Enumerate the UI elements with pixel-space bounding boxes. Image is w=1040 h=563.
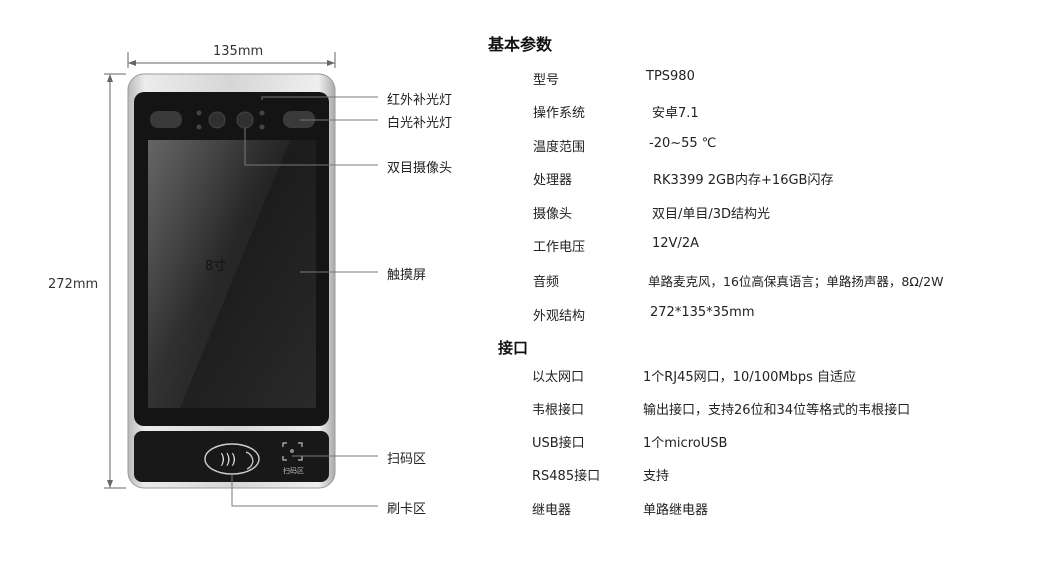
height-label: 272mm	[48, 277, 99, 292]
scan-area-mark: 扫码区	[283, 467, 304, 475]
spec-value: 12V/2A	[652, 236, 699, 251]
camera-right	[236, 111, 254, 129]
device-body: )))	[127, 73, 336, 489]
callout-binocular-camera: 双目摄像头	[387, 161, 453, 176]
spec-value: 双目/单目/3D结构光	[652, 207, 771, 222]
callout-scan-area: 扫码区	[387, 452, 427, 467]
width-label: 135mm	[213, 44, 264, 59]
spec-value: 272*135*35mm	[650, 305, 755, 320]
interface-value: 输出接口，支持26位和34位等格式的韦根接口	[643, 403, 911, 418]
spec-label: 型号	[533, 73, 560, 88]
spec-value: RK3399 2GB内存+16GB闪存	[653, 173, 834, 188]
qr-scanner	[282, 442, 303, 461]
spec-value: 单路麦克风，16位高保真语言；单路扬声器，8Ω/2W	[648, 274, 944, 289]
screen-size-label: 8寸	[205, 259, 227, 274]
spec-value: 安卓7.1	[652, 106, 699, 121]
spec-label: 工作电压	[533, 240, 586, 255]
spec-label: 摄像头	[533, 207, 573, 222]
specs-title: 基本参数	[488, 35, 553, 54]
interface-label: 韦根接口	[532, 403, 585, 418]
width-dimension	[127, 52, 336, 68]
spec-value: TPS980	[646, 69, 695, 84]
spec-label: 处理器	[533, 173, 573, 188]
spec-label: 音频	[533, 275, 560, 290]
interface-value: 支持	[643, 469, 670, 484]
interface-value: 1个microUSB	[643, 436, 728, 451]
interface-label: USB接口	[532, 436, 585, 451]
spec-value: -20~55 ℃	[649, 136, 717, 151]
callout-touch-screen: 触摸屏	[387, 268, 427, 283]
callout-ir-fill-light: 红外补光灯	[387, 93, 453, 108]
interface-label: 以太网口	[532, 370, 585, 385]
bottom-panel	[134, 431, 329, 482]
camera-left	[208, 111, 226, 129]
height-dimension	[104, 73, 126, 489]
white-fill-light	[283, 111, 315, 128]
callout-lines	[231, 96, 378, 507]
interface-label: 继电器	[532, 503, 572, 518]
spec-label: 操作系统	[533, 106, 586, 121]
callout-card-area: 刷卡区	[387, 502, 427, 517]
spec-label: 温度范围	[533, 140, 586, 155]
nfc-icon: )))	[220, 452, 236, 468]
callout-white-fill-light: 白光补光灯	[387, 116, 453, 131]
interfaces-title: 接口	[498, 339, 529, 357]
ir-fill-light	[150, 111, 182, 128]
interface-label: RS485接口	[532, 469, 601, 484]
interface-value: 单路继电器	[643, 503, 709, 518]
interface-value: 1个RJ45网口，10/100Mbps 自适应	[643, 370, 857, 385]
spec-label: 外观结构	[533, 309, 586, 324]
